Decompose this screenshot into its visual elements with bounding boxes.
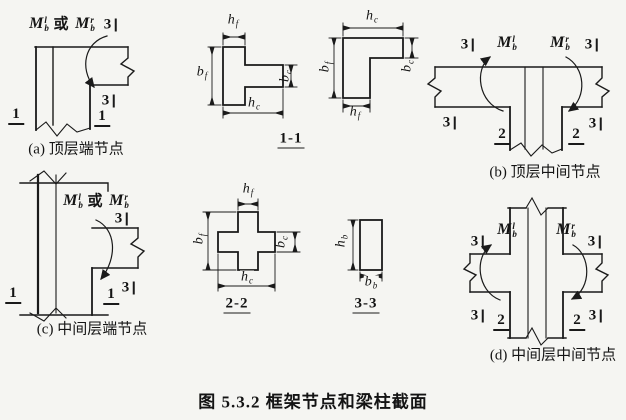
or-word: 或 xyxy=(87,193,103,210)
subscript: b xyxy=(565,42,570,52)
dim-bf-label: bf xyxy=(196,64,208,81)
section-1-1-l-linework xyxy=(328,22,419,113)
cut-tick xyxy=(481,235,484,249)
cut-mark-1: 1 xyxy=(94,109,110,127)
section-1-1-t-linework xyxy=(207,32,298,119)
cut-mark-2: 2 xyxy=(493,313,509,331)
subscript: b xyxy=(44,23,49,33)
dim-hf-label: hf xyxy=(349,104,361,121)
superscript: r xyxy=(571,221,575,231)
panel-d-caption: (d) 中间层中间节点 xyxy=(489,347,617,364)
subscript: b xyxy=(78,200,83,210)
cut-mark-3: 3 xyxy=(122,280,135,296)
section-2-2-linework xyxy=(202,198,301,292)
cut-mark-3: 3 xyxy=(461,37,474,53)
subscript: b xyxy=(512,229,517,239)
dim-hc-label: hc xyxy=(247,95,261,112)
cut-mark-1: 1 xyxy=(103,287,119,305)
dim-bc-label: bc xyxy=(399,60,416,72)
cut-tick xyxy=(599,117,602,131)
superscript: r xyxy=(124,192,128,202)
superscript: l xyxy=(44,15,47,25)
dim-hf-label: hf xyxy=(227,12,239,29)
subscript: b xyxy=(90,23,95,33)
cut-mark-2: 2 xyxy=(569,313,585,331)
cut-mark-3: 3 xyxy=(589,116,602,132)
cut-tick xyxy=(132,281,135,295)
section-label-3-3: 3-3 xyxy=(352,295,380,314)
dim-bf-label: bf xyxy=(191,233,208,245)
dim-hc-label: hc xyxy=(366,8,378,25)
dim-hb-label: hb xyxy=(333,234,350,248)
panel-c-linework xyxy=(19,170,146,322)
cut-tick xyxy=(453,116,456,130)
cut-mark-1: 1 xyxy=(5,286,21,304)
panel-c-caption: (c) 中间层端节点 xyxy=(36,321,148,338)
dim-bc-label: bc xyxy=(273,236,290,248)
cut-mark-3: 3 xyxy=(471,234,484,250)
superscript: l xyxy=(512,34,515,44)
or-word: 或 xyxy=(53,16,69,33)
superscript: r xyxy=(90,15,94,25)
cut-mark-3: 3 xyxy=(115,211,128,227)
panel-d-linework xyxy=(462,196,610,346)
cut-mark-3: 3 xyxy=(471,308,484,324)
panel-b-linework xyxy=(426,56,611,157)
superscript: r xyxy=(565,34,569,44)
cut-mark-1: 1 xyxy=(8,107,24,125)
subscript: b xyxy=(571,229,576,239)
cut-mark-2: 2 xyxy=(494,127,510,145)
cut-tick xyxy=(481,309,484,323)
cut-tick xyxy=(125,212,128,226)
subscript: b xyxy=(124,200,129,210)
cut-tick xyxy=(599,309,602,323)
superscript: l xyxy=(78,192,81,202)
cut-mark-3: 3 xyxy=(589,308,602,324)
dim-bf-label: bf xyxy=(317,61,334,73)
section-label-2-2: 2-2 xyxy=(223,295,251,314)
panel-a-caption: (a) 顶层端节点 xyxy=(28,141,124,158)
dim-bc-label: bc xyxy=(277,70,294,82)
cut-tick xyxy=(595,38,598,52)
cut-tick xyxy=(598,235,601,249)
cut-mark-2: 2 xyxy=(568,127,584,145)
cut-mark-3: 3 xyxy=(102,93,115,109)
subscript: b xyxy=(512,42,517,52)
cut-tick xyxy=(471,38,474,52)
cut-mark-3: 3 xyxy=(104,17,117,33)
section-3-3-linework xyxy=(347,219,383,282)
panel-a-linework xyxy=(34,35,136,137)
cut-mark-3: 3 xyxy=(443,115,456,131)
cut-mark-3: 3 xyxy=(588,234,601,250)
cut-mark-3: 3 xyxy=(585,37,598,53)
cut-tick xyxy=(112,94,115,108)
figure-caption: 图 5.3.2 框架节点和梁柱截面 xyxy=(198,392,428,412)
panel-b-caption: (b) 顶层中间节点 xyxy=(489,164,601,181)
cut-tick xyxy=(114,18,117,32)
dim-hf-label: hf xyxy=(242,181,254,198)
dim-hc-label: hc xyxy=(240,269,254,286)
dim-bb-label: bb xyxy=(363,274,379,291)
superscript: l xyxy=(512,221,515,231)
section-label-1-1: 1-1 xyxy=(277,130,305,149)
